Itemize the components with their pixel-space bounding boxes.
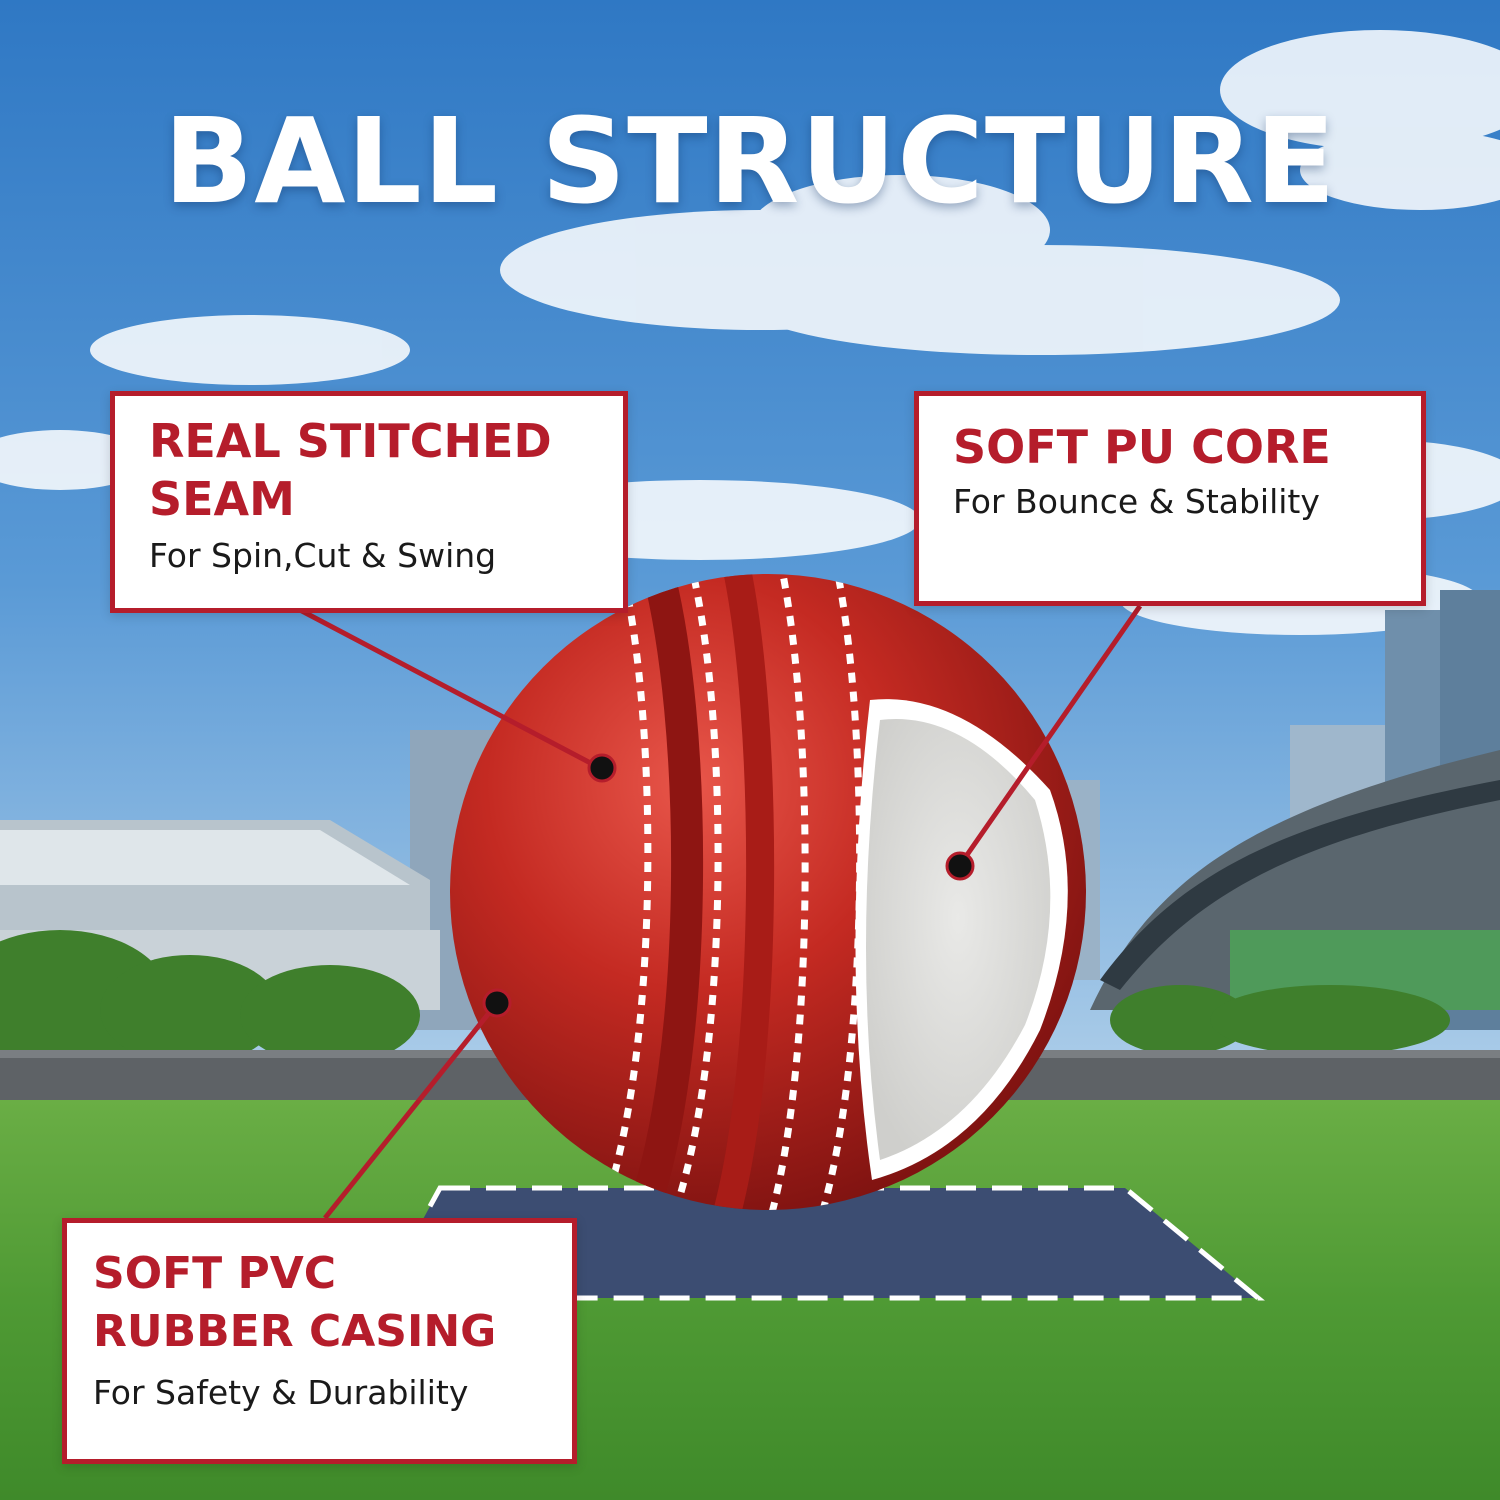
callout-seam: REAL STITCHED SEAM For Spin,Cut & Swing [110,391,628,613]
casing-subtitle: For Safety & Durability [93,1373,469,1412]
callout-core: SOFT PU CORE For Bounce & Stability [914,391,1426,606]
callout-casing: SOFT PVC RUBBER CASING For Safety & Dura… [62,1218,577,1464]
seam-heading-line2: SEAM [149,472,295,526]
casing-heading-line1: SOFT PVC [93,1248,337,1299]
core-subtitle: For Bounce & Stability [953,482,1320,521]
cricket-ball [450,574,1086,1210]
casing-pointer-dot [482,988,512,1018]
seam-pointer-dot [587,753,617,783]
core-heading: SOFT PU CORE [953,420,1331,474]
seam-heading-line1: REAL STITCHED [149,414,552,468]
casing-heading-line2: RUBBER CASING [93,1306,497,1357]
core-pointer-dot [945,851,975,881]
seam-subtitle: For Spin,Cut & Swing [149,536,497,575]
callout-dots [482,753,975,1018]
page-title: BALL STRUCTURE [163,92,1337,230]
callout-leaders [298,604,1143,1220]
trees [0,930,1450,1070]
